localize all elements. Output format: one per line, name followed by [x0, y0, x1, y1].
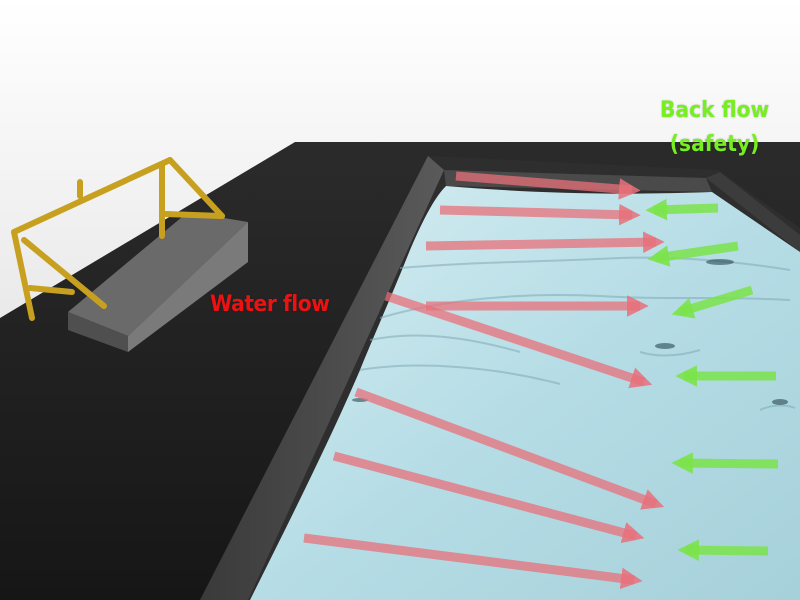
- back-arrow-1: [645, 198, 719, 221]
- yellow-frame: [11, 157, 225, 321]
- back-flow-text: Back flow: [660, 98, 770, 123]
- back-arrow-3: [671, 285, 754, 319]
- pool-far-wall: [444, 170, 712, 192]
- block-top: [68, 212, 248, 336]
- water-shadows: [352, 259, 788, 405]
- back-flow-label: Back flow (safety): [660, 94, 769, 162]
- back-arrow-5: [671, 452, 779, 474]
- water-arrow-3: [425, 231, 665, 254]
- back-flow-arrows: [645, 198, 779, 561]
- water-flow-label: Water flow: [210, 292, 330, 317]
- block-front: [68, 312, 128, 352]
- water-arrow-6: [354, 387, 665, 510]
- back-arrow-2: [647, 241, 739, 267]
- water-arrow-7: [332, 451, 645, 544]
- water-flow-text: Water flow: [210, 292, 330, 317]
- water-arrow-8: [303, 533, 643, 590]
- water-arrow-5: [384, 291, 653, 389]
- water-arrow-1: [455, 171, 641, 200]
- water-flow-arrows: [303, 171, 665, 590]
- water-arrow-2: [439, 203, 641, 226]
- back-flow-safety-text: (safety): [669, 132, 760, 157]
- back-arrow-6: [677, 539, 769, 561]
- pool-left-wall: [200, 156, 444, 600]
- block-side: [128, 222, 248, 352]
- pool-right-wall: [706, 172, 800, 252]
